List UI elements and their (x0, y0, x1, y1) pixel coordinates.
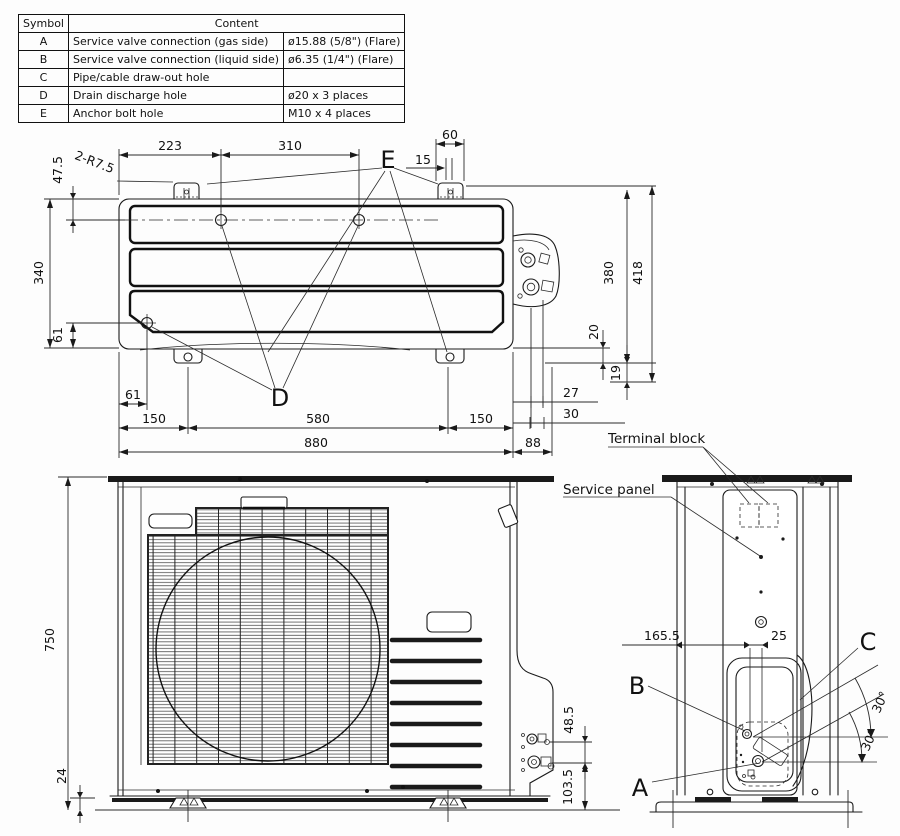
dim-15: 15 (415, 152, 431, 167)
dim-27: 27 (563, 385, 579, 400)
front-view-dims: 750 24 48.5 103.5 (42, 476, 592, 823)
fan-grille (147, 507, 389, 765)
front-view: 750 24 48.5 103.5 (42, 476, 620, 823)
vent-slots (389, 637, 483, 790)
dim-418: 418 (630, 261, 645, 285)
front-foot-right (429, 790, 467, 822)
dim-24: 24 (54, 768, 69, 784)
dim-30: 30 (563, 406, 579, 421)
top-view-dims-bottom: 61 150 580 150 880 88 27 30 (118, 300, 625, 458)
radius-note-text: 2-R7.5 (73, 147, 117, 176)
pipe-pocket (726, 648, 813, 792)
dim-25: 25 (771, 628, 787, 643)
dim-19: 19 (608, 365, 623, 381)
top-view-outline (118, 198, 514, 351)
dim-150-right: 150 (469, 411, 493, 426)
dim-750: 750 (42, 628, 57, 652)
label-drain-d: D (271, 384, 289, 412)
side-view: 30° 30° 165.5 25 (563, 431, 891, 828)
name-plate (148, 513, 193, 529)
dim-88: 88 (525, 435, 541, 450)
terminal-block-label: Terminal block (607, 431, 705, 447)
top-badge (240, 496, 288, 510)
service-panel-label: Service panel (563, 482, 655, 498)
dim-48-5: 48.5 (561, 706, 576, 734)
corner-decal (497, 504, 519, 528)
angle-lower: 30° (857, 727, 880, 753)
label-liquid-b: B (629, 672, 645, 700)
panel-screws (735, 536, 785, 629)
dim-880: 880 (304, 435, 328, 450)
dim-310: 310 (278, 138, 302, 153)
anchor-foot-top-right (437, 182, 464, 200)
dim-60: 60 (442, 127, 458, 142)
legend-row-b: B Service valve connection (liquid side)… (18, 50, 406, 69)
anchor-foot-bottom-left (173, 348, 203, 364)
draw-out-hole (736, 721, 789, 787)
dim-150-left: 150 (142, 411, 166, 426)
legend-row-a: A Service valve connection (gas side) ø1… (18, 32, 406, 51)
terminal-block-callout: Terminal block (607, 431, 769, 504)
valve-cover-top (512, 233, 560, 308)
dim-47-5: 47.5 (50, 156, 65, 184)
anchor-foot-top-left (173, 182, 200, 200)
top-view: E D 2-R7.5 223 310 60 15 (31, 127, 656, 458)
anchor-foot-bottom-right (435, 348, 465, 364)
side-valves (738, 724, 788, 780)
legend-row-e: E Anchor bolt hole M10 x 4 places (18, 104, 406, 123)
front-foot-left (169, 790, 207, 822)
label-gas-a: A (632, 774, 649, 802)
side-view-dims: 165.5 25 (622, 628, 787, 649)
top-view-dims-left: 47.5 340 61 (31, 156, 141, 349)
legend-table: Symbol Content A Service valve connectio… (18, 14, 406, 123)
angle-upper: 30° (868, 689, 891, 715)
side-callouts: B A C (629, 628, 877, 802)
dim-165-5: 165.5 (644, 628, 680, 643)
screw-dots (156, 477, 429, 793)
front-valve-cluster (521, 733, 555, 772)
legend-row-c: C Pipe/cable draw-out hole (18, 68, 406, 87)
dim-103-5: 103.5 (560, 769, 575, 805)
dim-61-bottom: 61 (125, 387, 141, 402)
service-panel-callout: Service panel (563, 482, 763, 559)
dim-20: 20 (586, 324, 601, 340)
top-view-dims-right: 20 19 380 418 (513, 186, 656, 400)
label-drawout-c: C (860, 628, 877, 656)
side-base (649, 788, 863, 828)
side-badge (426, 611, 472, 633)
top-view-dims-top: 223 310 60 15 (118, 127, 656, 212)
legend-row-d: D Drain discharge hole ø20 x 3 places (18, 86, 406, 105)
drain-holes (124, 211, 438, 332)
dim-223: 223 (158, 138, 182, 153)
fan-circle (155, 536, 381, 762)
dim-340: 340 (31, 261, 46, 285)
dim-580: 580 (306, 411, 330, 426)
service-panel (722, 489, 798, 796)
content-cell: Anchor bolt hole (67, 104, 285, 123)
side-view-outline (662, 475, 852, 796)
leader-lines (151, 167, 448, 391)
dim-380: 380 (601, 261, 616, 285)
dim-61-side: 61 (50, 327, 65, 343)
spec-cell: M10 x 4 places (283, 104, 406, 123)
label-anchor-bolt-e: E (380, 146, 395, 174)
terminal-block (739, 503, 779, 528)
front-view-outline (108, 476, 554, 802)
